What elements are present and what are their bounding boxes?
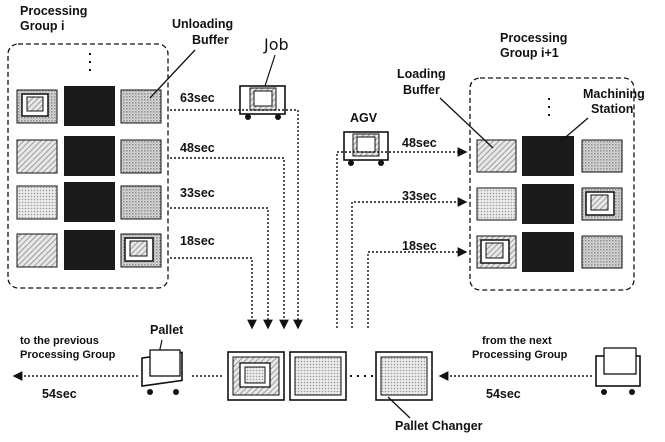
left-flow-line-4 xyxy=(170,258,252,328)
left-machining-station-4 xyxy=(64,230,115,270)
loading-buffer-label: Loading Buffer xyxy=(397,67,449,97)
right-machining-station-2 xyxy=(522,184,574,224)
loading-buffer-pointer xyxy=(440,98,493,148)
left-job-inner-4 xyxy=(130,241,147,256)
right-group-title: Processing Group i+1 xyxy=(500,31,571,60)
bottom-right-time: 54sec xyxy=(486,387,521,401)
from-next-label-line1: from the next xyxy=(482,335,552,347)
bottom-left-time: 54sec xyxy=(42,387,77,401)
agv-with-job xyxy=(240,86,285,120)
left-group-title: Processing Group i xyxy=(20,4,91,33)
left-time-4: 18sec xyxy=(180,234,215,248)
left-time-3: 33sec xyxy=(180,186,215,200)
right-group-title-line2: Group i+1 xyxy=(500,46,559,60)
left-group-title-line2: Group i xyxy=(20,19,64,33)
right-machining-station-3 xyxy=(522,232,574,272)
left-machining-station-1 xyxy=(64,86,115,126)
left-loading-buffer-2 xyxy=(17,140,57,173)
right-loading-buffer-1 xyxy=(477,140,516,172)
left-job-inner-1 xyxy=(27,97,43,111)
left-time-1: 63sec xyxy=(180,91,215,105)
left-machining-station-3 xyxy=(64,182,115,222)
pallet-changer-slot-1 xyxy=(228,352,284,400)
right-time-1: 48sec xyxy=(402,136,437,150)
left-group-title-line1: Processing xyxy=(20,4,87,18)
left-unloading-buffer-2 xyxy=(121,140,161,173)
loading-buffer-label-line1: Loading xyxy=(397,67,446,81)
pallet-changer-slot-3 xyxy=(376,352,432,400)
left-time-2: 48sec xyxy=(180,141,215,155)
left-unloading-buffer-3 xyxy=(121,186,161,219)
right-unloading-buffer-1 xyxy=(582,140,622,172)
agv-outgoing-with-pallet xyxy=(142,350,182,395)
unloading-buffer-label: Unloading Buffer xyxy=(172,17,237,47)
left-loading-buffer-4 xyxy=(17,234,57,267)
right-job-inner-2 xyxy=(591,195,608,210)
right-flow-line-2 xyxy=(352,202,466,328)
machining-station-label-line1: Machining xyxy=(583,87,645,101)
right-time-2: 33sec xyxy=(402,189,437,203)
right-time-3: 18sec xyxy=(402,239,437,253)
left-machining-station-2 xyxy=(64,136,115,176)
to-previous-label: to the previous Processing Group xyxy=(20,335,116,361)
pallet-label: Pallet xyxy=(150,323,184,337)
to-previous-label-line2: Processing Group xyxy=(20,349,116,361)
to-previous-label-line1: to the previous xyxy=(20,335,99,347)
machining-station-label: Machining Station xyxy=(583,87,648,116)
left-unloading-buffer-1 xyxy=(121,90,161,123)
right-group-title-line1: Processing xyxy=(500,31,567,45)
agv-incoming-with-pallet xyxy=(596,348,640,395)
from-next-label-line2: Processing Group xyxy=(472,349,568,361)
from-next-label: from the next Processing Group xyxy=(472,335,568,361)
agv-middle xyxy=(344,132,388,166)
unloading-buffer-label-line2: Buffer xyxy=(192,33,229,47)
left-flow-line-3 xyxy=(170,208,268,328)
loading-buffer-label-line2: Buffer xyxy=(403,83,440,97)
agv-label: AGV xyxy=(350,111,378,125)
right-machining-station-1 xyxy=(522,136,574,176)
job-label: Job xyxy=(263,35,289,54)
right-loading-buffer-2 xyxy=(477,188,516,220)
right-unloading-buffer-3 xyxy=(582,236,622,268)
job-pointer xyxy=(265,55,275,86)
pallet-changer-label: Pallet Changer xyxy=(395,419,483,433)
unloading-buffer-label-line1: Unloading xyxy=(172,17,233,31)
right-flow-line-3 xyxy=(368,252,466,328)
left-loading-buffer-3 xyxy=(17,186,57,219)
machining-station-label-line2: Station xyxy=(591,102,633,116)
right-job-inner-3 xyxy=(486,243,503,258)
pallet-changer-slot-2 xyxy=(290,352,346,400)
